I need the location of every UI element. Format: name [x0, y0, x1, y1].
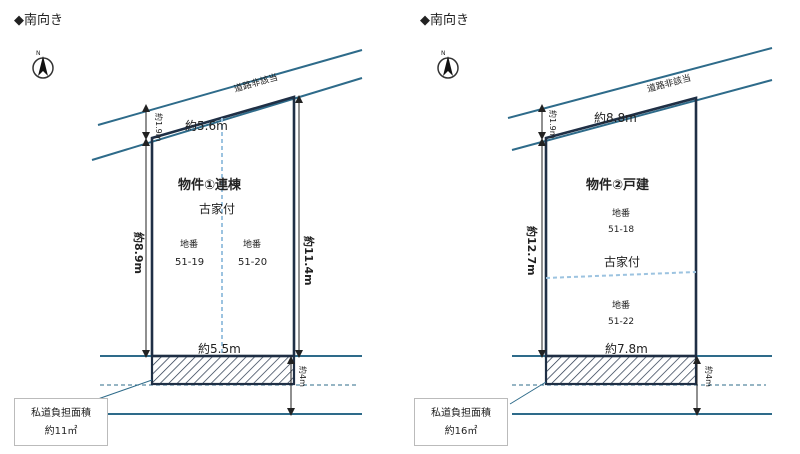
old-house-label: 古家付: [604, 254, 640, 269]
dim-private-road-label: 約4m: [298, 366, 308, 387]
lot-number: 51-19: [175, 257, 204, 268]
private-road-area-value: 約11㎡: [44, 426, 78, 437]
road-note: 道路非該当: [233, 71, 280, 95]
property-title: 物件②戸建: [586, 177, 649, 193]
property-title: 物件①連棟: [178, 177, 242, 193]
private-road-burden-area: [544, 354, 698, 386]
lot-number: 51-20: [238, 257, 267, 268]
lot-label: 地番: [180, 238, 198, 250]
private-road-area-box: 私道負担面積 約16㎡: [414, 398, 508, 446]
private-road-area-value: 約16㎡: [444, 426, 478, 437]
road-edge-line: [91, 77, 363, 161]
site-plan-2: N 道路非該当 約8.8m 約1.9m 約12.7m 約7.8m 約4m 物件②…: [437, 47, 773, 416]
orientation-heading: ◆南向き: [420, 13, 469, 28]
lot-label: 地番: [243, 238, 261, 250]
road-edge-line: [511, 79, 773, 151]
private-road-area-label: 私道負担面積: [31, 408, 91, 419]
dim-rear-width-label: 約7.8m: [605, 341, 648, 356]
dim-front-width-label: 約5.6m: [185, 118, 228, 133]
lot-label: 地番: [612, 207, 630, 219]
leader-line: [509, 381, 547, 405]
orientation-heading: ◆南向き: [14, 13, 63, 28]
panel-property-2: ◆南向き N 道路非該当: [400, 0, 800, 454]
dim-right-depth-label: 約11.4m: [302, 236, 316, 286]
svg-text:N: N: [36, 50, 41, 57]
dim-private-road-label: 約4m: [704, 366, 714, 387]
road-edge-line: [507, 47, 773, 119]
private-road-area-label: 私道負担面積: [431, 408, 491, 419]
north-arrow-icon: N: [32, 50, 54, 79]
dim-left-depth-label: 約12.7m: [525, 226, 539, 276]
private-road-area-box: 私道負担面積 約11㎡: [14, 398, 108, 446]
private-road-burden-area: [150, 354, 296, 386]
old-house-label: 古家付: [199, 201, 235, 216]
lot-number: 51-22: [608, 317, 634, 327]
dim-front-setback-label: 約1.9m: [548, 110, 558, 139]
dim-rear-width-label: 約5.5m: [198, 341, 241, 356]
svg-text:N: N: [441, 50, 446, 57]
road-edge-line: [97, 49, 363, 126]
panel-property-1: ◆南向き N 道路非該当: [14, 13, 363, 446]
dim-front-width-label: 約8.8m: [594, 110, 637, 125]
north-arrow-icon: N: [437, 50, 459, 79]
dim-left-depth-label: 約8.9m: [132, 232, 146, 274]
lot-divider: [545, 271, 697, 279]
lot-number: 51-18: [608, 225, 634, 235]
dim-front-setback-label: 約1.9m: [154, 113, 164, 142]
lot-label: 地番: [612, 299, 630, 311]
site-plan-1: N 道路非該当 約5.6m 約1.9m 約8.9m 約11.4m 約5.5m 約…: [32, 49, 363, 416]
